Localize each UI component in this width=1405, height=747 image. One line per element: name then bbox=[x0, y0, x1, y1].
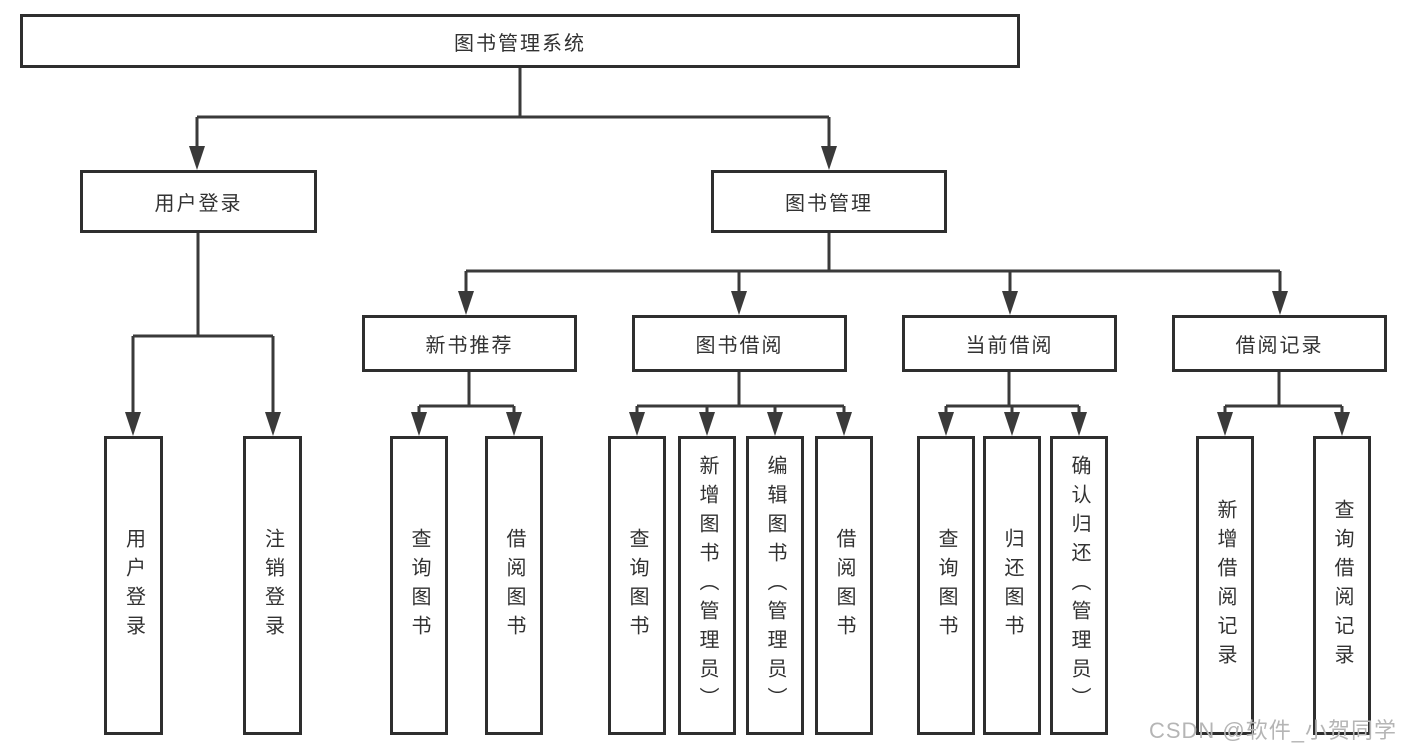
node-leaf-edit-books-admin: 编辑图书（管理员） bbox=[746, 436, 804, 735]
node-leaf-logout: 注销登录 bbox=[243, 436, 302, 735]
node-leaf-query-borrow-record: 查询借阅记录 bbox=[1313, 436, 1371, 735]
node-label: 图书管理系统 bbox=[454, 32, 586, 55]
node-library-management-system: 图书管理系统 bbox=[20, 14, 1020, 68]
node-label: 新增借阅记录 bbox=[1214, 498, 1236, 673]
node-label: 编辑图书（管理员） bbox=[764, 455, 786, 716]
node-label: 用户登录 bbox=[122, 527, 145, 644]
arrowhead bbox=[699, 412, 715, 436]
node-label: 查询借阅记录 bbox=[1331, 498, 1353, 673]
node-leaf-query-books-2: 查询图书 bbox=[608, 436, 666, 735]
node-label: 归还图书 bbox=[1001, 527, 1023, 644]
arrowhead bbox=[629, 412, 645, 436]
node-user-login-branch: 用户登录 bbox=[80, 170, 317, 233]
node-label: 查询图书 bbox=[626, 527, 648, 644]
node-leaf-query-books-1: 查询图书 bbox=[390, 436, 448, 735]
connector-user-login-to-leaves bbox=[125, 233, 281, 436]
arrowhead bbox=[938, 412, 954, 436]
arrowhead bbox=[458, 291, 474, 315]
node-label: 图书管理 bbox=[785, 193, 873, 215]
node-leaf-borrow-books-1: 借阅图书 bbox=[485, 436, 543, 735]
node-label: 查询图书 bbox=[408, 527, 430, 644]
arrowhead bbox=[1002, 291, 1018, 315]
node-label: 图书借阅 bbox=[695, 335, 784, 357]
connector-current-borrowing-to-leaves bbox=[938, 372, 1087, 436]
arrowhead bbox=[836, 412, 852, 436]
node-book-management-branch: 图书管理 bbox=[711, 170, 947, 233]
arrowhead bbox=[189, 146, 205, 170]
node-leaf-add-borrow-record: 新增借阅记录 bbox=[1196, 436, 1254, 735]
arrowhead bbox=[1004, 412, 1020, 436]
node-borrowing-records: 借阅记录 bbox=[1172, 315, 1387, 372]
node-leaf-return-books: 归还图书 bbox=[983, 436, 1041, 735]
arrowhead bbox=[767, 412, 783, 436]
node-leaf-borrow-books-2: 借阅图书 bbox=[815, 436, 873, 735]
node-label: 借阅图书 bbox=[503, 527, 525, 644]
node-label: 查询图书 bbox=[935, 527, 957, 644]
arrowhead bbox=[125, 412, 141, 436]
node-leaf-query-books-3: 查询图书 bbox=[917, 436, 975, 735]
arrowhead bbox=[411, 412, 427, 436]
node-leaf-confirm-return-admin: 确认归还（管理员） bbox=[1050, 436, 1108, 735]
connector-book-management-to-level3 bbox=[458, 233, 1288, 315]
node-book-borrowing: 图书借阅 bbox=[632, 315, 847, 372]
node-label: 用户登录 bbox=[154, 193, 243, 215]
csdn-watermark: CSDN @软件_小贺同学 bbox=[1148, 718, 1397, 743]
arrowhead bbox=[1272, 291, 1288, 315]
node-current-borrowing: 当前借阅 bbox=[902, 315, 1117, 372]
node-label: 注销登录 bbox=[261, 527, 284, 644]
arrowhead bbox=[506, 412, 522, 436]
node-new-book-recommend: 新书推荐 bbox=[362, 315, 577, 372]
node-label: 确认归还（管理员） bbox=[1068, 455, 1090, 716]
connector-new-book-recommend-to-leaves bbox=[411, 372, 522, 436]
node-label: 当前借阅 bbox=[965, 335, 1054, 357]
arrowhead bbox=[1217, 412, 1233, 436]
node-label: 借阅图书 bbox=[833, 527, 855, 644]
arrowhead bbox=[1334, 412, 1350, 436]
arrowhead bbox=[1071, 412, 1087, 436]
node-label: 新书推荐 bbox=[425, 335, 514, 357]
node-leaf-add-books-admin: 新增图书（管理员） bbox=[678, 436, 736, 735]
connector-borrowing-records-to-leaves bbox=[1217, 372, 1350, 436]
node-label: 借阅记录 bbox=[1235, 335, 1324, 357]
connector-book-borrowing-to-leaves bbox=[629, 372, 852, 436]
arrowhead bbox=[265, 412, 281, 436]
node-leaf-user-login: 用户登录 bbox=[104, 436, 163, 735]
node-label: 新增图书（管理员） bbox=[696, 455, 718, 716]
connector-root-to-branches bbox=[189, 68, 837, 170]
arrowhead bbox=[821, 146, 837, 170]
arrowhead bbox=[731, 291, 747, 315]
